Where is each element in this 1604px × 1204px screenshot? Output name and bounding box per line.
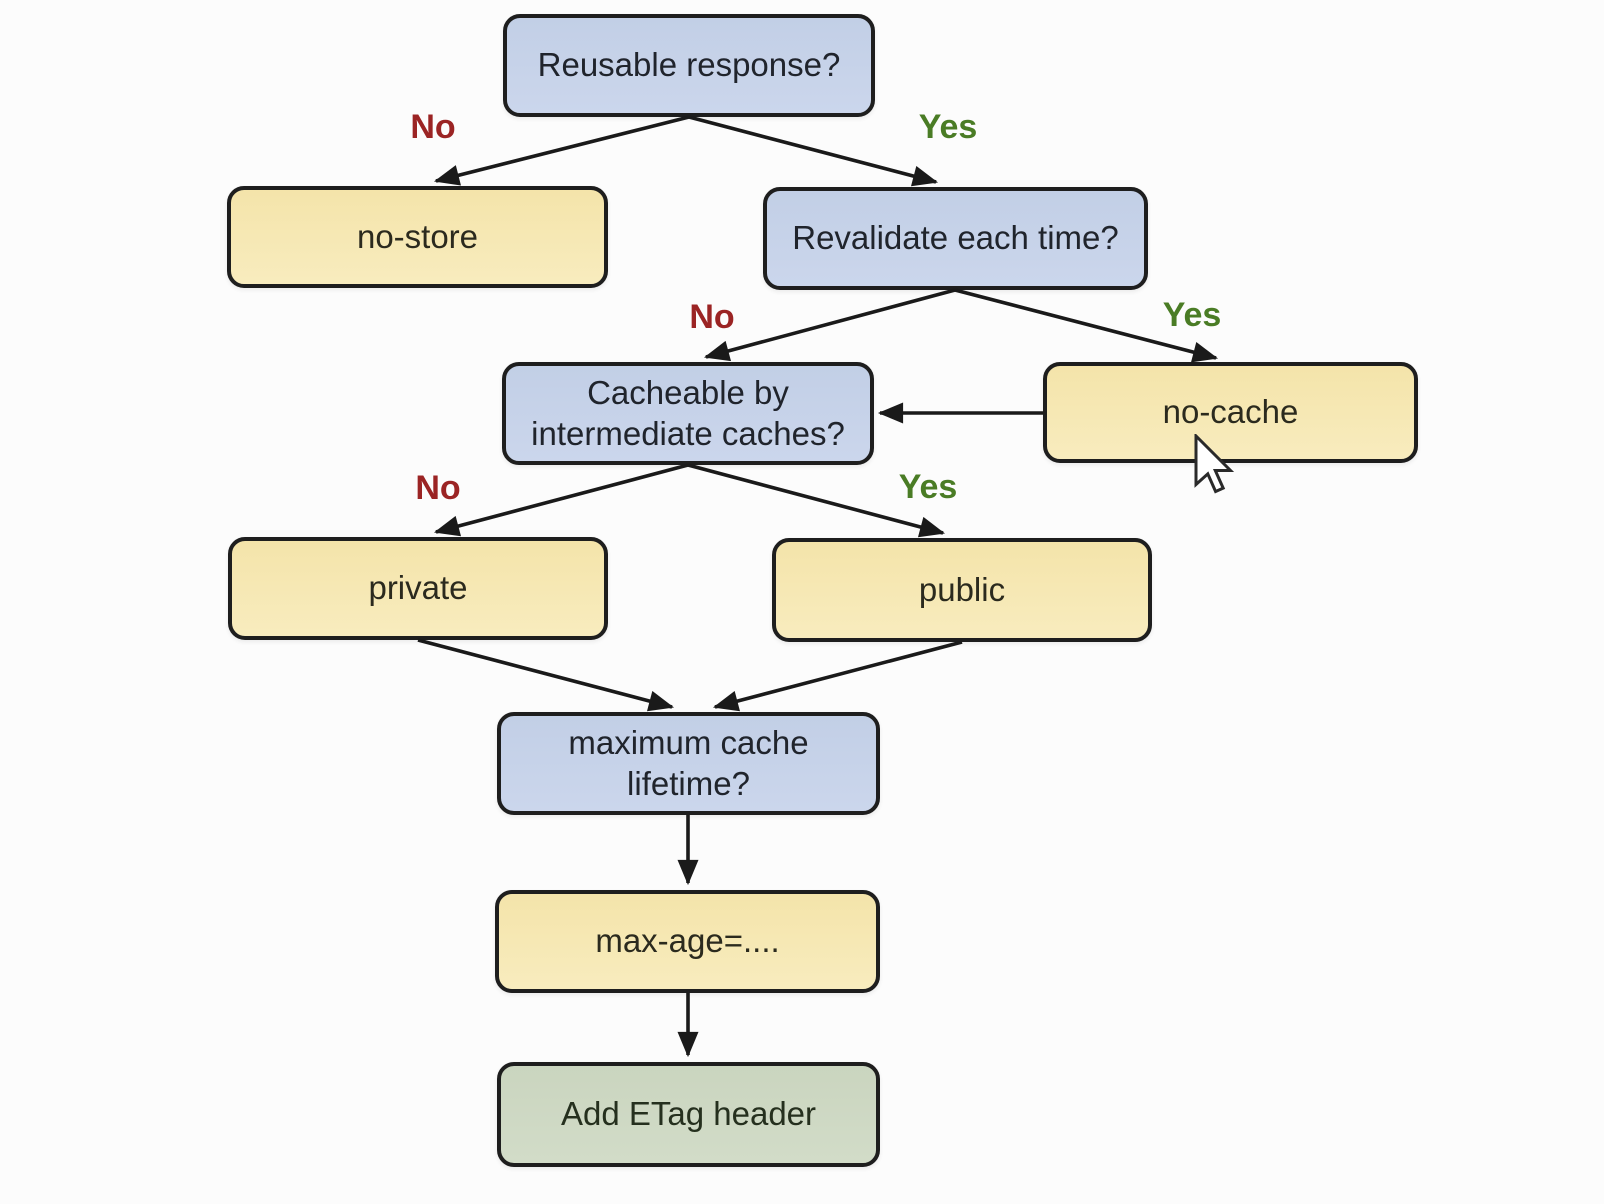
node-revalidate-each-time: Revalidate each time?	[763, 187, 1148, 290]
edge-label-reusable-yes: Yes	[918, 108, 978, 146]
node-label: Reusable response?	[537, 46, 841, 84]
edge-label-revalidate-yes: Yes	[1162, 296, 1222, 334]
node-label-line1: Cacheable by	[587, 374, 789, 412]
node-reusable-response: Reusable response?	[503, 14, 875, 117]
node-add-etag-header: Add ETag header	[497, 1062, 880, 1167]
node-maximum-cache-lifetime: maximum cache lifetime?	[497, 712, 880, 815]
node-label: public	[918, 570, 1006, 608]
node-label-line2: intermediate caches?	[531, 414, 845, 452]
edge-label-cacheable-yes: Yes	[898, 468, 958, 506]
node-label-line1: maximum cache	[568, 724, 809, 762]
node-label: no-cache	[1162, 393, 1299, 431]
edge-label-reusable-no: No	[410, 108, 456, 146]
node-label-line2: lifetime?	[627, 764, 750, 802]
node-label: max-age=....	[595, 922, 780, 960]
node-no-cache: no-cache	[1043, 362, 1418, 463]
node-label: Revalidate each time?	[792, 219, 1119, 257]
edge-private-to-lifetime	[417, 638, 675, 712]
node-private: private	[228, 537, 608, 640]
node-no-store: no-store	[227, 186, 608, 288]
edge-public-to-lifetime	[712, 640, 963, 712]
node-public: public	[772, 538, 1152, 642]
edge-label-revalidate-no: No	[689, 298, 735, 336]
node-label: Add ETag header	[560, 1095, 817, 1133]
node-label: no-store	[356, 217, 479, 255]
edge-label-cacheable-no: No	[415, 469, 461, 507]
node-max-age: max-age=....	[495, 890, 880, 993]
node-label: private	[368, 569, 468, 607]
node-cacheable-by-intermediate: Cacheable by intermediate caches?	[502, 362, 874, 465]
